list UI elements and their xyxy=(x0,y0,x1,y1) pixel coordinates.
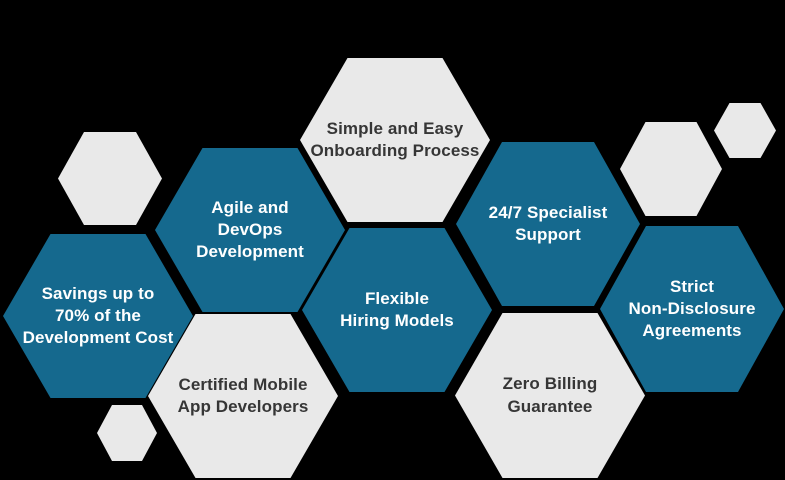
hexagon-nda: Strict Non-Disclosure Agreements xyxy=(600,226,784,392)
hexagon-certified-developers-label: Certified Mobile App Developers xyxy=(177,374,309,416)
hexagon-specialist-support-label: 24/7 Specialist Support xyxy=(488,202,608,244)
decorative-hexagon-top-left xyxy=(58,132,162,225)
hexagon-agile-devops-label: Agile and DevOps Development xyxy=(196,197,304,262)
decorative-hexagon-mid-right xyxy=(620,122,722,216)
hexagon-savings: Savings up to 70% of the Development Cos… xyxy=(3,234,193,398)
hexagon-savings-label: Savings up to 70% of the Development Cos… xyxy=(22,283,174,348)
hexagon-specialist-support: 24/7 Specialist Support xyxy=(456,142,640,306)
decorative-hexagon-bottom-left xyxy=(97,405,157,461)
hexagon-flexible-hiring-label: Flexible Hiring Models xyxy=(340,288,454,330)
hexagon-nda-label: Strict Non-Disclosure Agreements xyxy=(628,276,756,341)
hexagon-agile-devops: Agile and DevOps Development xyxy=(155,148,345,312)
hexagon-onboarding: Simple and Easy Onboarding Process xyxy=(300,58,490,222)
hexagon-onboarding-label: Simple and Easy Onboarding Process xyxy=(310,118,480,160)
decorative-hexagon-top-right xyxy=(714,103,776,158)
hexagon-zero-billing-label: Zero Billing Guarantee xyxy=(502,374,598,416)
